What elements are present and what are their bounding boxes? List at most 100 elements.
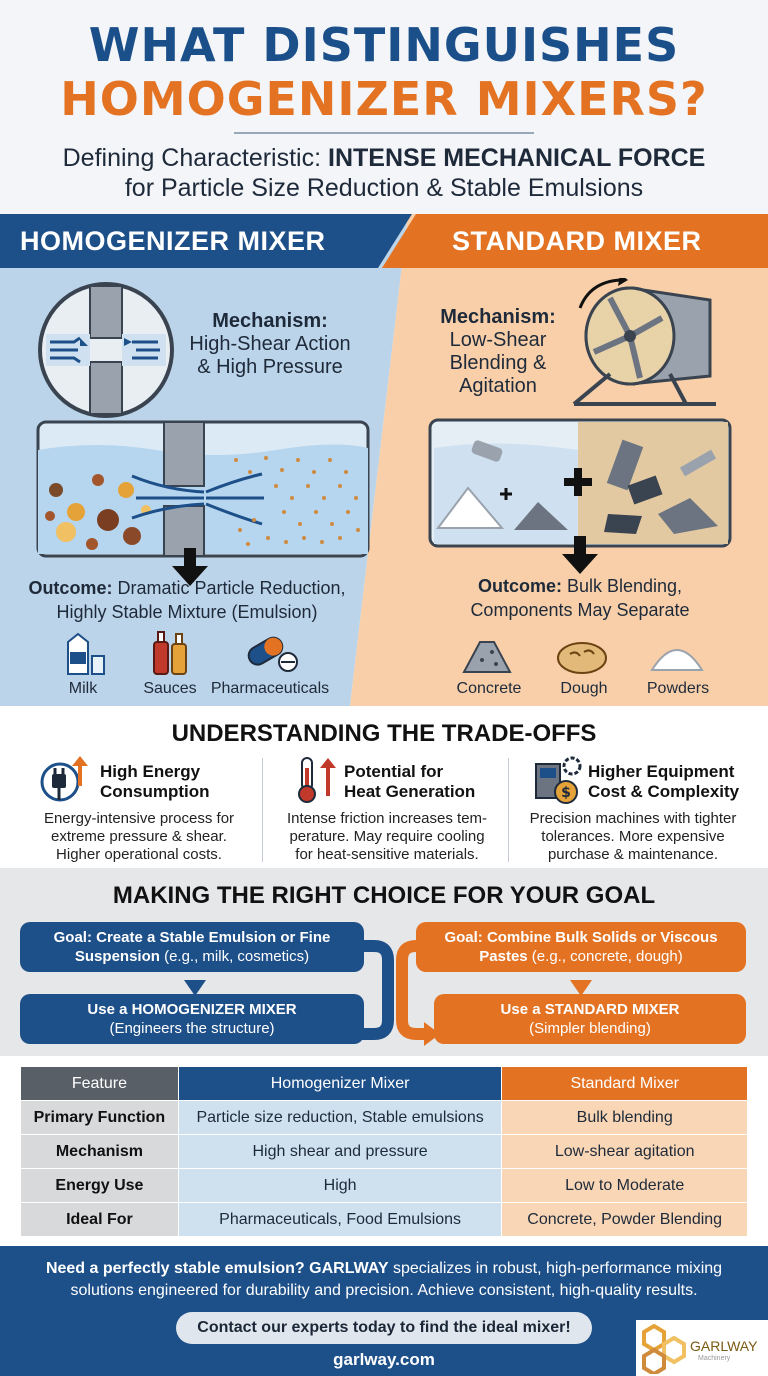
- homogenizer-mechanism: Mechanism: High-Shear Action & High Pres…: [180, 310, 360, 379]
- table-cell-feature: Ideal For: [20, 1202, 179, 1237]
- table-cell-feature: Energy Use: [20, 1168, 179, 1203]
- sauces-icon: [153, 631, 187, 675]
- right-flow-arrow: [396, 940, 452, 1046]
- tradeoff-energy-heading-2: Consumption: [100, 782, 210, 801]
- homogenizer-mechanism-label: Mechanism:: [212, 310, 328, 332]
- use-homogenizer-card: Use a HOMOGENIZER MIXER (Engineers the s…: [20, 994, 364, 1044]
- table-row: Ideal For Pharmaceuticals, Food Emulsion…: [20, 1202, 748, 1237]
- standard-process-illustration: [428, 418, 732, 548]
- standard-outcome: Outcome: Bulk Blending, Components May S…: [410, 574, 750, 622]
- choice-title: MAKING THE RIGHT CHOICE FOR YOUR GOAL: [112, 882, 656, 909]
- footer-pitch-line2: solutions engineered for durability and …: [70, 1282, 698, 1299]
- left-flow-arrow: [340, 940, 394, 1040]
- goal-bulk-bold2: Pastes: [479, 948, 528, 965]
- energy-plug-icon: [40, 756, 88, 802]
- right-down-arrow-icon: [570, 980, 592, 996]
- table-row: Mechanism High shear and pressure Low-sh…: [20, 1134, 748, 1169]
- logo-subtext: Machinery: [698, 1355, 731, 1362]
- homogenizer-outcome-line2: Highly Stable Mixture (Emulsion): [56, 602, 318, 622]
- table-row: Energy Use High Low to Moderate: [20, 1168, 748, 1203]
- product-label-sauces: Sauces: [143, 680, 197, 697]
- comparison-table: Feature Homogenizer Mixer Standard Mixer…: [20, 1066, 748, 1237]
- table-cell-standard: Low-shear agitation: [501, 1134, 748, 1169]
- drum-mixer-icon: [572, 278, 716, 406]
- tradeoff-divider: [262, 758, 263, 862]
- standard-mechanism-line1: Low-Shear: [449, 329, 547, 351]
- tradeoff-heat-heading-1: Potential for: [344, 762, 444, 781]
- tradeoff-energy-heading-1: High Energy: [100, 762, 201, 781]
- homogenizer-header-bar: [0, 214, 412, 268]
- goal-emulsion-line1: Goal: Create a Stable Emulsion or Fine: [53, 929, 331, 946]
- use-standard-card: Use a STANDARD MIXER (Simpler blending): [434, 994, 746, 1044]
- product-label-pharmaceuticals: Pharmaceuticals: [210, 680, 330, 697]
- goal-bulk-examples: (e.g., concrete, dough): [527, 948, 683, 965]
- title-divider: [234, 132, 534, 134]
- tradeoff-cost-heading-1: Higher Equipment: [588, 762, 735, 781]
- table-cell-standard: Concrete, Powder Blending: [501, 1202, 748, 1237]
- concrete-icon: [462, 641, 512, 673]
- product-label-dough: Dough: [560, 680, 608, 697]
- standard-mechanism-line3: Agitation: [459, 375, 537, 397]
- table-cell-homogenizer: Pharmaceuticals, Food Emulsions: [177, 1202, 503, 1237]
- table-cell-standard: Low to Moderate: [501, 1168, 748, 1203]
- table-cell-homogenizer: Particle size reduction, Stable emulsion…: [177, 1100, 503, 1135]
- footer-pitch: Need a perfectly stable emulsion? GARLWA…: [20, 1258, 748, 1302]
- standard-mechanism: Mechanism: Low-Shear Blending & Agitatio…: [428, 306, 568, 398]
- thermometer-icon: [298, 757, 336, 803]
- machine-cost-icon: $: [535, 756, 582, 804]
- table-row: Primary Function Particle size reduction…: [20, 1100, 748, 1135]
- subtitle-line-2: for Particle Size Reduction & Stable Emu…: [124, 174, 644, 202]
- tradeoff-cost-body-1: Precision machines with tighter: [529, 810, 737, 827]
- use-standard-title: Use a STANDARD MIXER: [500, 1001, 680, 1018]
- standard-outcome-line2: Components May Separate: [470, 600, 690, 620]
- tradeoff-heat-body-1: Intense friction increases tem-: [286, 810, 488, 827]
- tradeoff-energy-body-2: extreme pressure & shear.: [51, 828, 227, 845]
- homogenizer-mechanism-line2: & High Pressure: [197, 356, 343, 378]
- footer: Need a perfectly stable emulsion? GARLWA…: [0, 1246, 768, 1376]
- standard-title: STANDARD MIXER: [452, 226, 702, 256]
- svg-text:$: $: [561, 785, 571, 801]
- tradeoff-heat-body: Intense friction increases tem-perature.…: [262, 810, 512, 864]
- title-line-2: HOMOGENIZER MIXERS?: [60, 72, 708, 126]
- table-header-standard: Standard Mixer: [501, 1066, 748, 1101]
- choice-section: MAKING THE RIGHT CHOICE FOR YOUR GOAL Go…: [0, 868, 768, 1056]
- goal-bulk-line1: Goal: Combine Bulk Solids or Viscous: [444, 929, 718, 946]
- table-cell-homogenizer: High: [177, 1168, 503, 1203]
- table-cell-homogenizer: High shear and pressure: [177, 1134, 503, 1169]
- left-down-arrow-icon: [184, 980, 206, 996]
- tradeoffs-title: UNDERSTANDING THE TRADE-OFFS: [171, 720, 597, 747]
- footer-pitch-bold: Need a perfectly stable emulsion? GARLWA…: [45, 1260, 389, 1277]
- subtitle-bold: INTENSE MECHANICAL FORCE: [328, 144, 706, 172]
- product-label-milk: Milk: [68, 680, 98, 697]
- homogenizer-outcome: Outcome: Dramatic Particle Reduction, Hi…: [12, 576, 362, 624]
- garlway-logo: GARLWAY Machinery: [636, 1320, 768, 1376]
- subtitle-prefix: Defining Characteristic:: [62, 144, 329, 172]
- tradeoff-energy-body-3: Higher operational costs.: [56, 846, 222, 863]
- tradeoff-cost-body-2: tolerances. More expensive: [541, 828, 725, 845]
- pharmaceuticals-icon: [247, 636, 298, 672]
- table-header-feature: Feature: [20, 1066, 179, 1101]
- website-link[interactable]: garlway.com: [333, 1350, 435, 1369]
- homogenizer-process-illustration: [36, 420, 370, 558]
- homogenizer-outcome-label: Outcome:: [28, 578, 113, 598]
- footer-pitch-line1: specializes in robust, high-performance …: [388, 1260, 723, 1277]
- homogenizer-title: HOMOGENIZER MIXER: [20, 226, 326, 256]
- comparison-panel: HOMOGENIZER MIXER STANDARD MIXER Mechani…: [0, 214, 768, 706]
- logo-text: GARLWAY: [690, 1338, 758, 1354]
- tradeoff-energy-body-1: Energy-intensive process for: [43, 810, 235, 827]
- homogenizer-arrow-down-icon: [172, 548, 208, 586]
- use-homogenizer-note: (Engineers the structure): [109, 1020, 275, 1037]
- powders-icon: [650, 649, 704, 671]
- use-standard-note: (Simpler blending): [529, 1020, 651, 1037]
- standard-header-bar: [382, 214, 768, 268]
- standard-mechanism-label: Mechanism:: [440, 306, 556, 328]
- contact-experts-button[interactable]: Contact our experts today to find the id…: [176, 1312, 592, 1344]
- goal-emulsion-card: Goal: Create a Stable Emulsion or Fine S…: [20, 922, 364, 972]
- goal-bulk-card: Goal: Combine Bulk Solids or Viscous Pas…: [416, 922, 746, 972]
- dough-icon: [557, 642, 607, 674]
